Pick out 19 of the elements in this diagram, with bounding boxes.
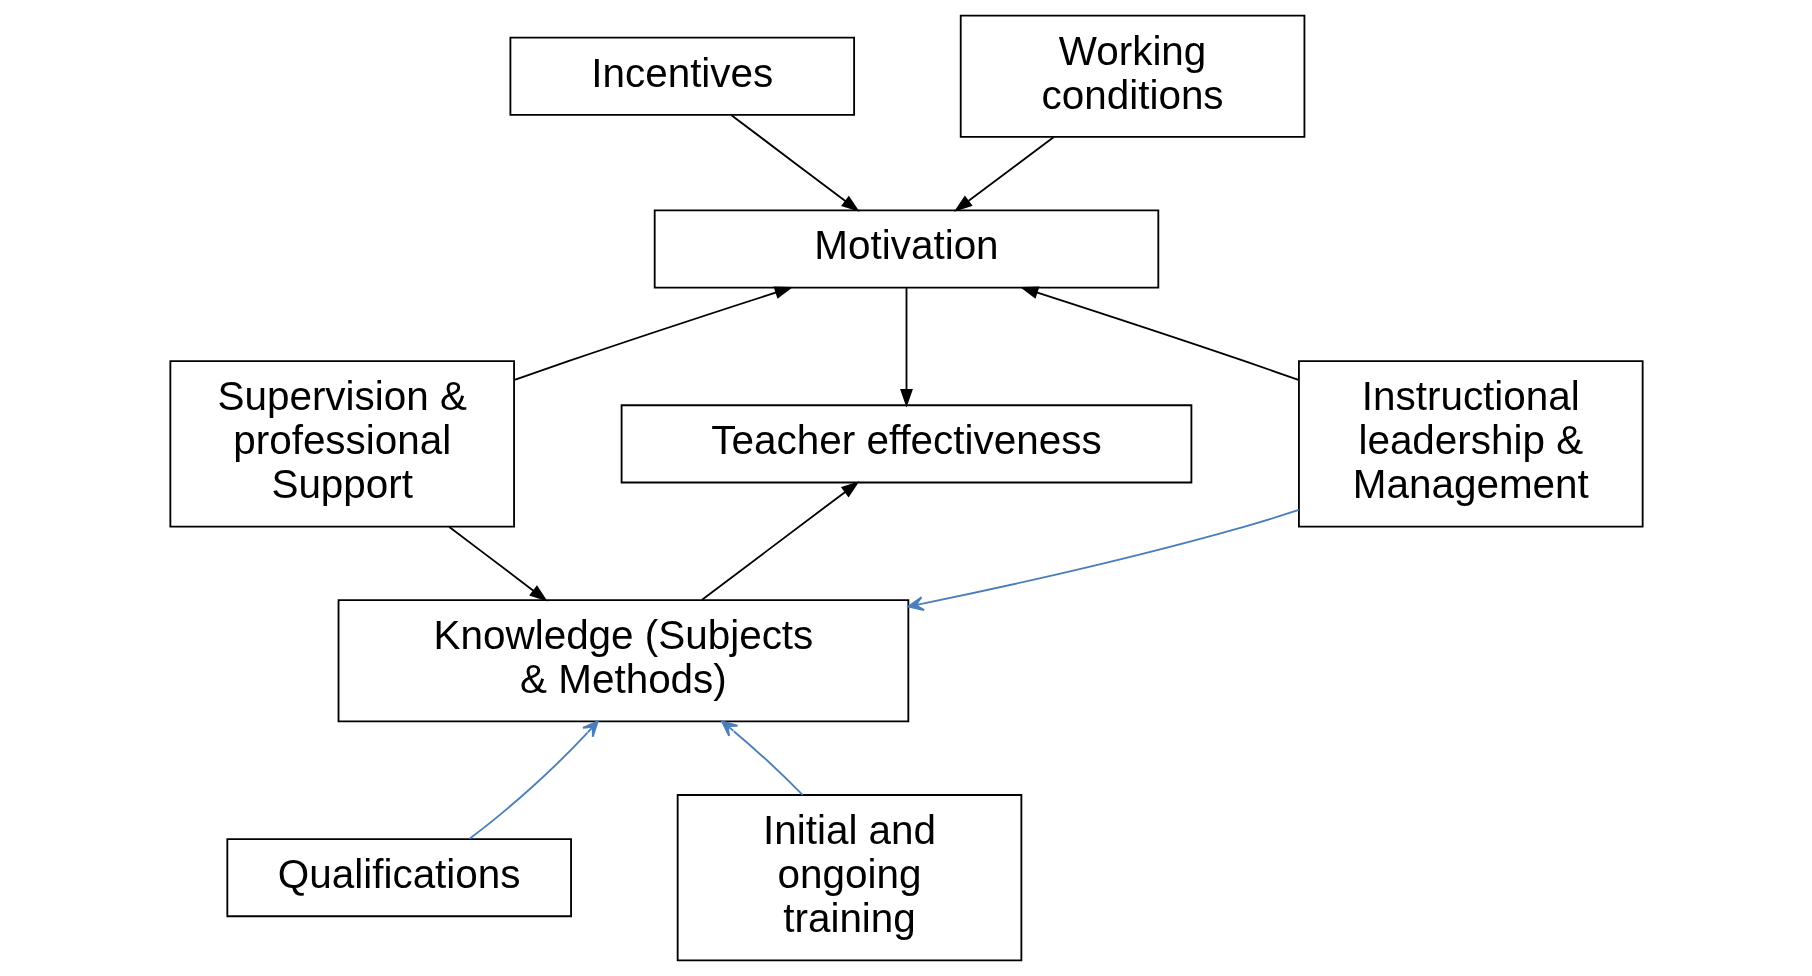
arrow — [720, 720, 803, 796]
arrow — [1019, 286, 1300, 381]
node-box: Supervision & professional Support — [168, 360, 515, 528]
arrow — [906, 509, 1300, 611]
arrow — [953, 136, 1054, 212]
node-box: Working conditions — [959, 14, 1305, 138]
arrow — [700, 481, 859, 601]
node-box: Initial and ongoing training — [676, 794, 1022, 962]
arrow — [730, 114, 860, 212]
node-box: Teacher effectiveness — [620, 404, 1192, 484]
arrow — [899, 286, 913, 408]
arrow — [468, 720, 599, 840]
node-box: Incentives — [508, 36, 855, 116]
arrow — [447, 526, 548, 602]
node-box: Motivation — [653, 209, 1159, 289]
node-box: Instructional leadership & Management — [1297, 360, 1644, 528]
arrow — [512, 286, 793, 381]
node-box: Qualifications — [225, 838, 572, 918]
node-box: Knowledge (Subjects & Methods) — [337, 599, 909, 723]
